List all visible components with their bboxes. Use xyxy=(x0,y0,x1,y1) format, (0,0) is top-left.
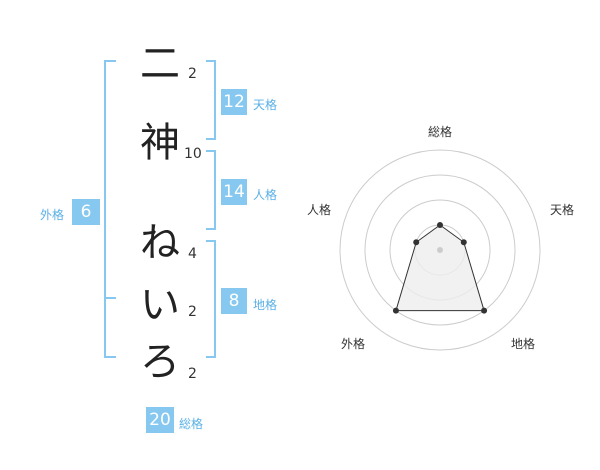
name-char-1: 二 xyxy=(140,41,180,87)
chikaku-bracket xyxy=(206,240,216,358)
stroke-count-3: 4 xyxy=(188,246,197,262)
name-char-5: ろ xyxy=(140,339,180,385)
name-char-2: 神 xyxy=(140,120,180,166)
stroke-count-2: 10 xyxy=(184,146,202,162)
chikaku-badge: 8 xyxy=(221,288,247,314)
radar-label-chikaku: 地格 xyxy=(511,337,536,351)
radar-polygon xyxy=(395,224,485,312)
radar-grid-ring xyxy=(364,174,516,326)
name-char-3: ね xyxy=(140,220,180,266)
tenkaku-bracket xyxy=(206,60,216,140)
radar-point-0 xyxy=(437,222,443,228)
jinkaku-badge: 14 xyxy=(221,179,247,205)
radar-point-2 xyxy=(481,307,488,314)
radar-label-gaikaku: 外格 xyxy=(341,337,366,351)
radar-point-3 xyxy=(392,307,399,314)
stroke-count-4: 2 xyxy=(188,304,197,320)
radar-point-1 xyxy=(460,239,467,246)
tenkaku-label: 天格 xyxy=(253,98,278,112)
gaikaku-label: 外格 xyxy=(40,208,65,222)
stroke-count-5: 2 xyxy=(188,366,197,382)
gaikaku-bracket-tick xyxy=(104,297,116,299)
gaikaku-bracket xyxy=(104,60,116,358)
radar-grid-ring xyxy=(339,149,541,351)
stroke-count-1: 2 xyxy=(188,66,197,82)
name-char-4: い xyxy=(140,282,180,328)
jinkaku-label: 人格 xyxy=(253,188,278,202)
gaikaku-badge: 6 xyxy=(72,199,100,225)
radar-center xyxy=(437,247,443,253)
soukaku-badge: 20 xyxy=(146,407,174,433)
radar-point-4 xyxy=(413,239,420,246)
jinkaku-bracket xyxy=(206,150,216,230)
radar-label-tenkaku: 天格 xyxy=(550,203,575,217)
tenkaku-badge: 12 xyxy=(221,89,247,115)
soukaku-label: 総格 xyxy=(179,417,204,431)
radar-label-jinkaku: 人格 xyxy=(307,203,332,217)
radar-label-soukaku: 総格 xyxy=(428,125,453,139)
chikaku-label: 地格 xyxy=(253,298,278,312)
